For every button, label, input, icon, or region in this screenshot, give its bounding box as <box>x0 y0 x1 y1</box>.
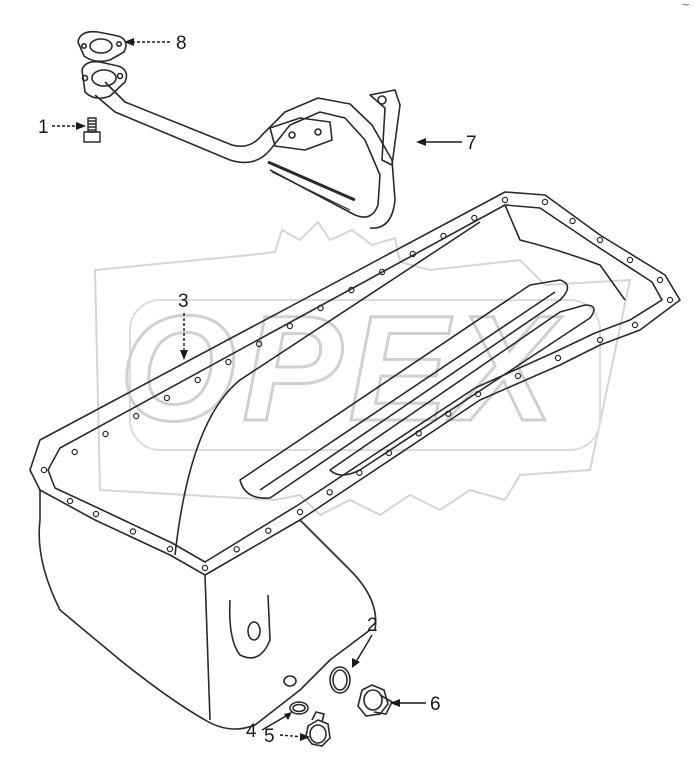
bolt-hole <box>255 340 263 348</box>
bolt-hole <box>445 410 452 417</box>
pan-flange-bolt-holes <box>40 196 674 572</box>
bolt-hole <box>356 469 363 476</box>
bolt-hole <box>317 304 324 312</box>
bolt-hole <box>71 448 78 456</box>
callout-arrows <box>52 41 462 738</box>
bolt-hole <box>415 430 422 437</box>
bolt-hole <box>326 489 333 496</box>
bolt-hole <box>296 508 304 516</box>
oil-pickup-tube <box>81 60 401 229</box>
bolt-hole <box>378 268 386 276</box>
bolt-hole <box>92 510 100 518</box>
bolt-hole <box>409 250 416 258</box>
bolt-hole <box>656 276 664 284</box>
bolt-hole <box>132 412 140 420</box>
bolt-hole <box>102 430 109 438</box>
bolt-hole <box>66 497 74 505</box>
drain-plug-6 <box>357 684 394 717</box>
callout-label-7: 7 <box>466 133 477 154</box>
bolt-hole <box>474 390 482 398</box>
bolt-hole <box>514 372 522 380</box>
bolt-hole <box>666 296 674 304</box>
washer-4 <box>289 701 309 715</box>
bolt-hole <box>596 336 604 344</box>
bolt-hole <box>385 449 393 457</box>
bolt-hole <box>626 256 634 264</box>
bolt-hole <box>129 528 137 535</box>
bolt-hole <box>194 376 201 384</box>
callout-label-3: 3 <box>178 291 189 312</box>
callout-label-6: 6 <box>430 694 441 715</box>
bolt-hole <box>501 196 509 204</box>
bolt-hole <box>569 217 576 225</box>
bolt-hole <box>440 232 447 240</box>
bolt-1 <box>83 117 101 143</box>
bolt-hole <box>166 545 174 553</box>
bolt-hole <box>554 354 562 362</box>
bolt-hole <box>471 214 478 222</box>
o-ring-2 <box>329 666 351 694</box>
callout-label-1: 1 <box>38 117 49 138</box>
bolt-hole <box>40 466 48 474</box>
callout-label-5: 5 <box>264 726 275 747</box>
bolt-hole <box>163 394 171 402</box>
bolt-hole <box>348 286 355 294</box>
gasket-8 <box>77 30 127 63</box>
bolt-hole <box>286 322 294 330</box>
bolt-hole <box>596 236 604 244</box>
corner-mark: ~ <box>681 0 690 11</box>
opex-watermark <box>93 220 632 517</box>
callout-label-4: 4 <box>246 721 257 742</box>
bolt-hole <box>201 564 209 572</box>
callout-label-8: 8 <box>176 33 187 54</box>
callout-label-2: 2 <box>367 615 378 636</box>
bolt-hole <box>541 198 549 206</box>
bolt-hole <box>225 358 232 366</box>
bolt-hole <box>265 527 272 534</box>
watermark-text: OPEX <box>120 284 563 452</box>
plug-5 <box>305 711 331 747</box>
oil-pan <box>29 191 681 730</box>
bolt-hole <box>233 546 240 553</box>
callout-arrowheads <box>76 38 426 741</box>
bolt-hole <box>631 321 639 329</box>
